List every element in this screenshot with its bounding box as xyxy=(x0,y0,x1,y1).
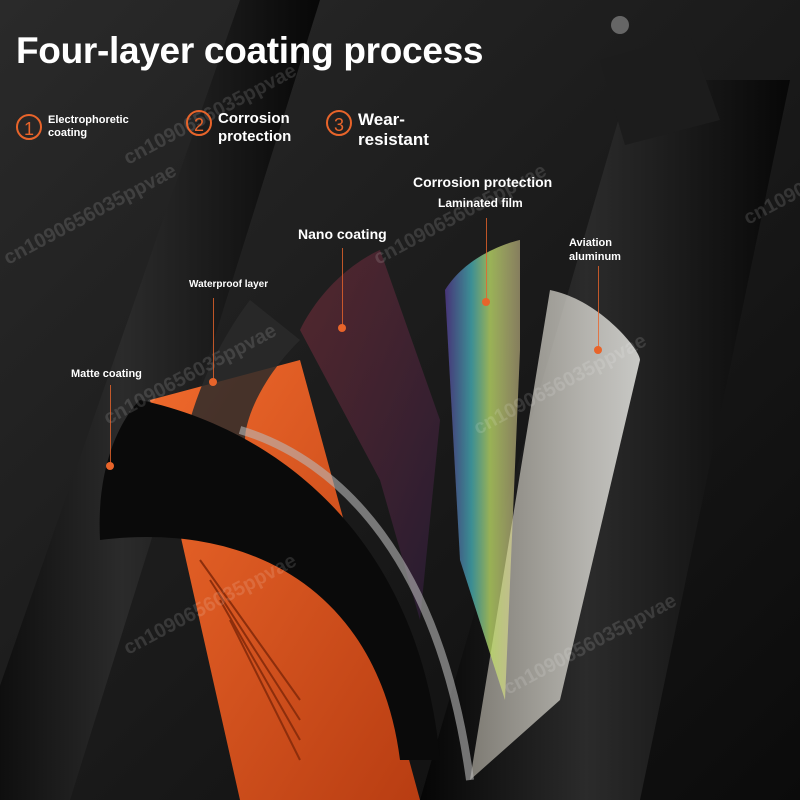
nano-coating-layer xyxy=(300,250,440,620)
frame-ribs xyxy=(199,559,301,761)
leader-line-waterproof-layer xyxy=(213,298,214,382)
marker-matte-coating xyxy=(106,462,114,470)
leader-line-aviation-aluminum xyxy=(598,266,599,350)
leader-line-nano-coating xyxy=(342,248,343,328)
step-2: 2 Corrosion protection xyxy=(186,110,318,146)
clamp-bolt-icon xyxy=(611,16,629,34)
marker-nano-coating xyxy=(338,324,346,332)
step-3-label: Wear-resistant xyxy=(358,110,429,150)
step-1-label: Electrophoretic coating xyxy=(48,114,129,140)
fork-clamp xyxy=(600,35,720,145)
label-laminated-film: Laminated film xyxy=(438,196,523,210)
laminated-film-layer xyxy=(445,240,520,700)
aviation-aluminum-layer xyxy=(470,290,640,780)
step-2-number: 2 xyxy=(186,110,212,136)
waterproof-layer xyxy=(190,300,300,440)
step-1: 1 Electrophoretic coating xyxy=(16,114,144,140)
label-corrosion-protection: Corrosion protection xyxy=(413,174,553,190)
marker-aviation-aluminum xyxy=(594,346,602,354)
label-matte-coating: Matte coating xyxy=(71,368,142,380)
marker-waterproof-layer xyxy=(209,378,217,386)
leader-line-laminated-film xyxy=(486,218,487,302)
matte-coating-layer xyxy=(99,400,441,760)
label-aviation-aluminum: Aviation aluminum xyxy=(569,237,621,264)
step-3-number: 3 xyxy=(326,110,352,136)
label-waterproof-layer: Waterproof layer xyxy=(189,279,269,290)
page-title: Four-layer coating process xyxy=(16,30,484,71)
marker-laminated-film xyxy=(482,298,490,306)
leader-line-matte-coating xyxy=(110,385,111,466)
label-nano-coating: Nano coating xyxy=(298,226,387,242)
step-3: 3 Wear-resistant xyxy=(326,110,448,151)
matte-coating-rim xyxy=(238,426,474,781)
step-1-number: 1 xyxy=(16,114,42,140)
step-2-label: Corrosion protection xyxy=(218,110,292,145)
